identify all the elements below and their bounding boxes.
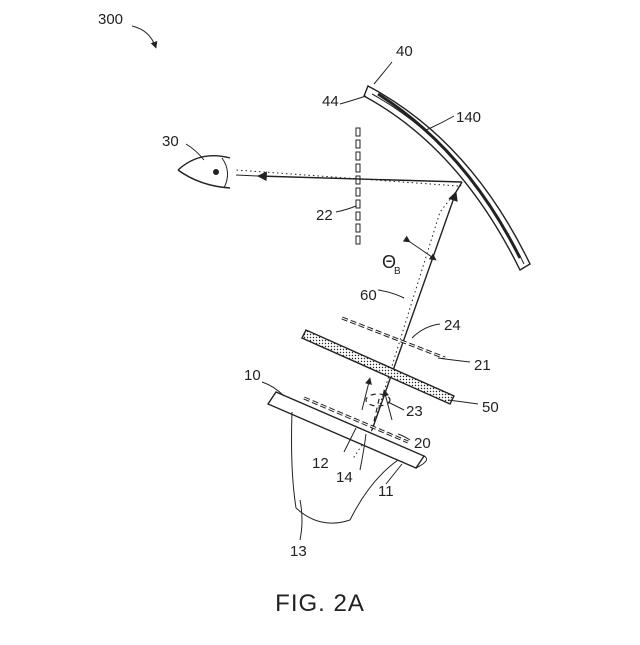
- label-60: 60: [360, 287, 377, 304]
- label-14: 14: [336, 469, 353, 486]
- reference-labels: 300 40 44 140 30 22 Θ B 60 24 21 10 50 2…: [98, 11, 499, 560]
- element-22-dashed: [356, 128, 360, 244]
- angle-theta-b: [410, 242, 436, 260]
- label-13: 13: [290, 543, 307, 560]
- label-theta-sub: B: [394, 266, 401, 277]
- label-11: 11: [378, 483, 394, 500]
- label-20: 20: [414, 435, 431, 452]
- label-22: 22: [316, 207, 333, 224]
- label-50: 50: [482, 399, 499, 416]
- label-30: 30: [162, 133, 179, 150]
- label-10: 10: [244, 367, 261, 384]
- element-50-plate: [302, 330, 454, 404]
- figure-caption: FIG. 2A: [0, 590, 640, 618]
- label-300: 300: [98, 11, 123, 28]
- label-24: 24: [444, 317, 461, 334]
- element-21-dashed: [342, 318, 445, 358]
- label-12: 12: [312, 455, 329, 472]
- label-23: 23: [406, 403, 423, 420]
- windshield: [364, 86, 530, 270]
- label-44: 44: [322, 93, 339, 110]
- label-40: 40: [396, 43, 413, 60]
- leader-lines: [132, 26, 478, 540]
- label-21: 21: [474, 357, 491, 374]
- eye-icon: [178, 156, 230, 188]
- label-140: 140: [456, 109, 481, 126]
- source-housing: [268, 392, 427, 523]
